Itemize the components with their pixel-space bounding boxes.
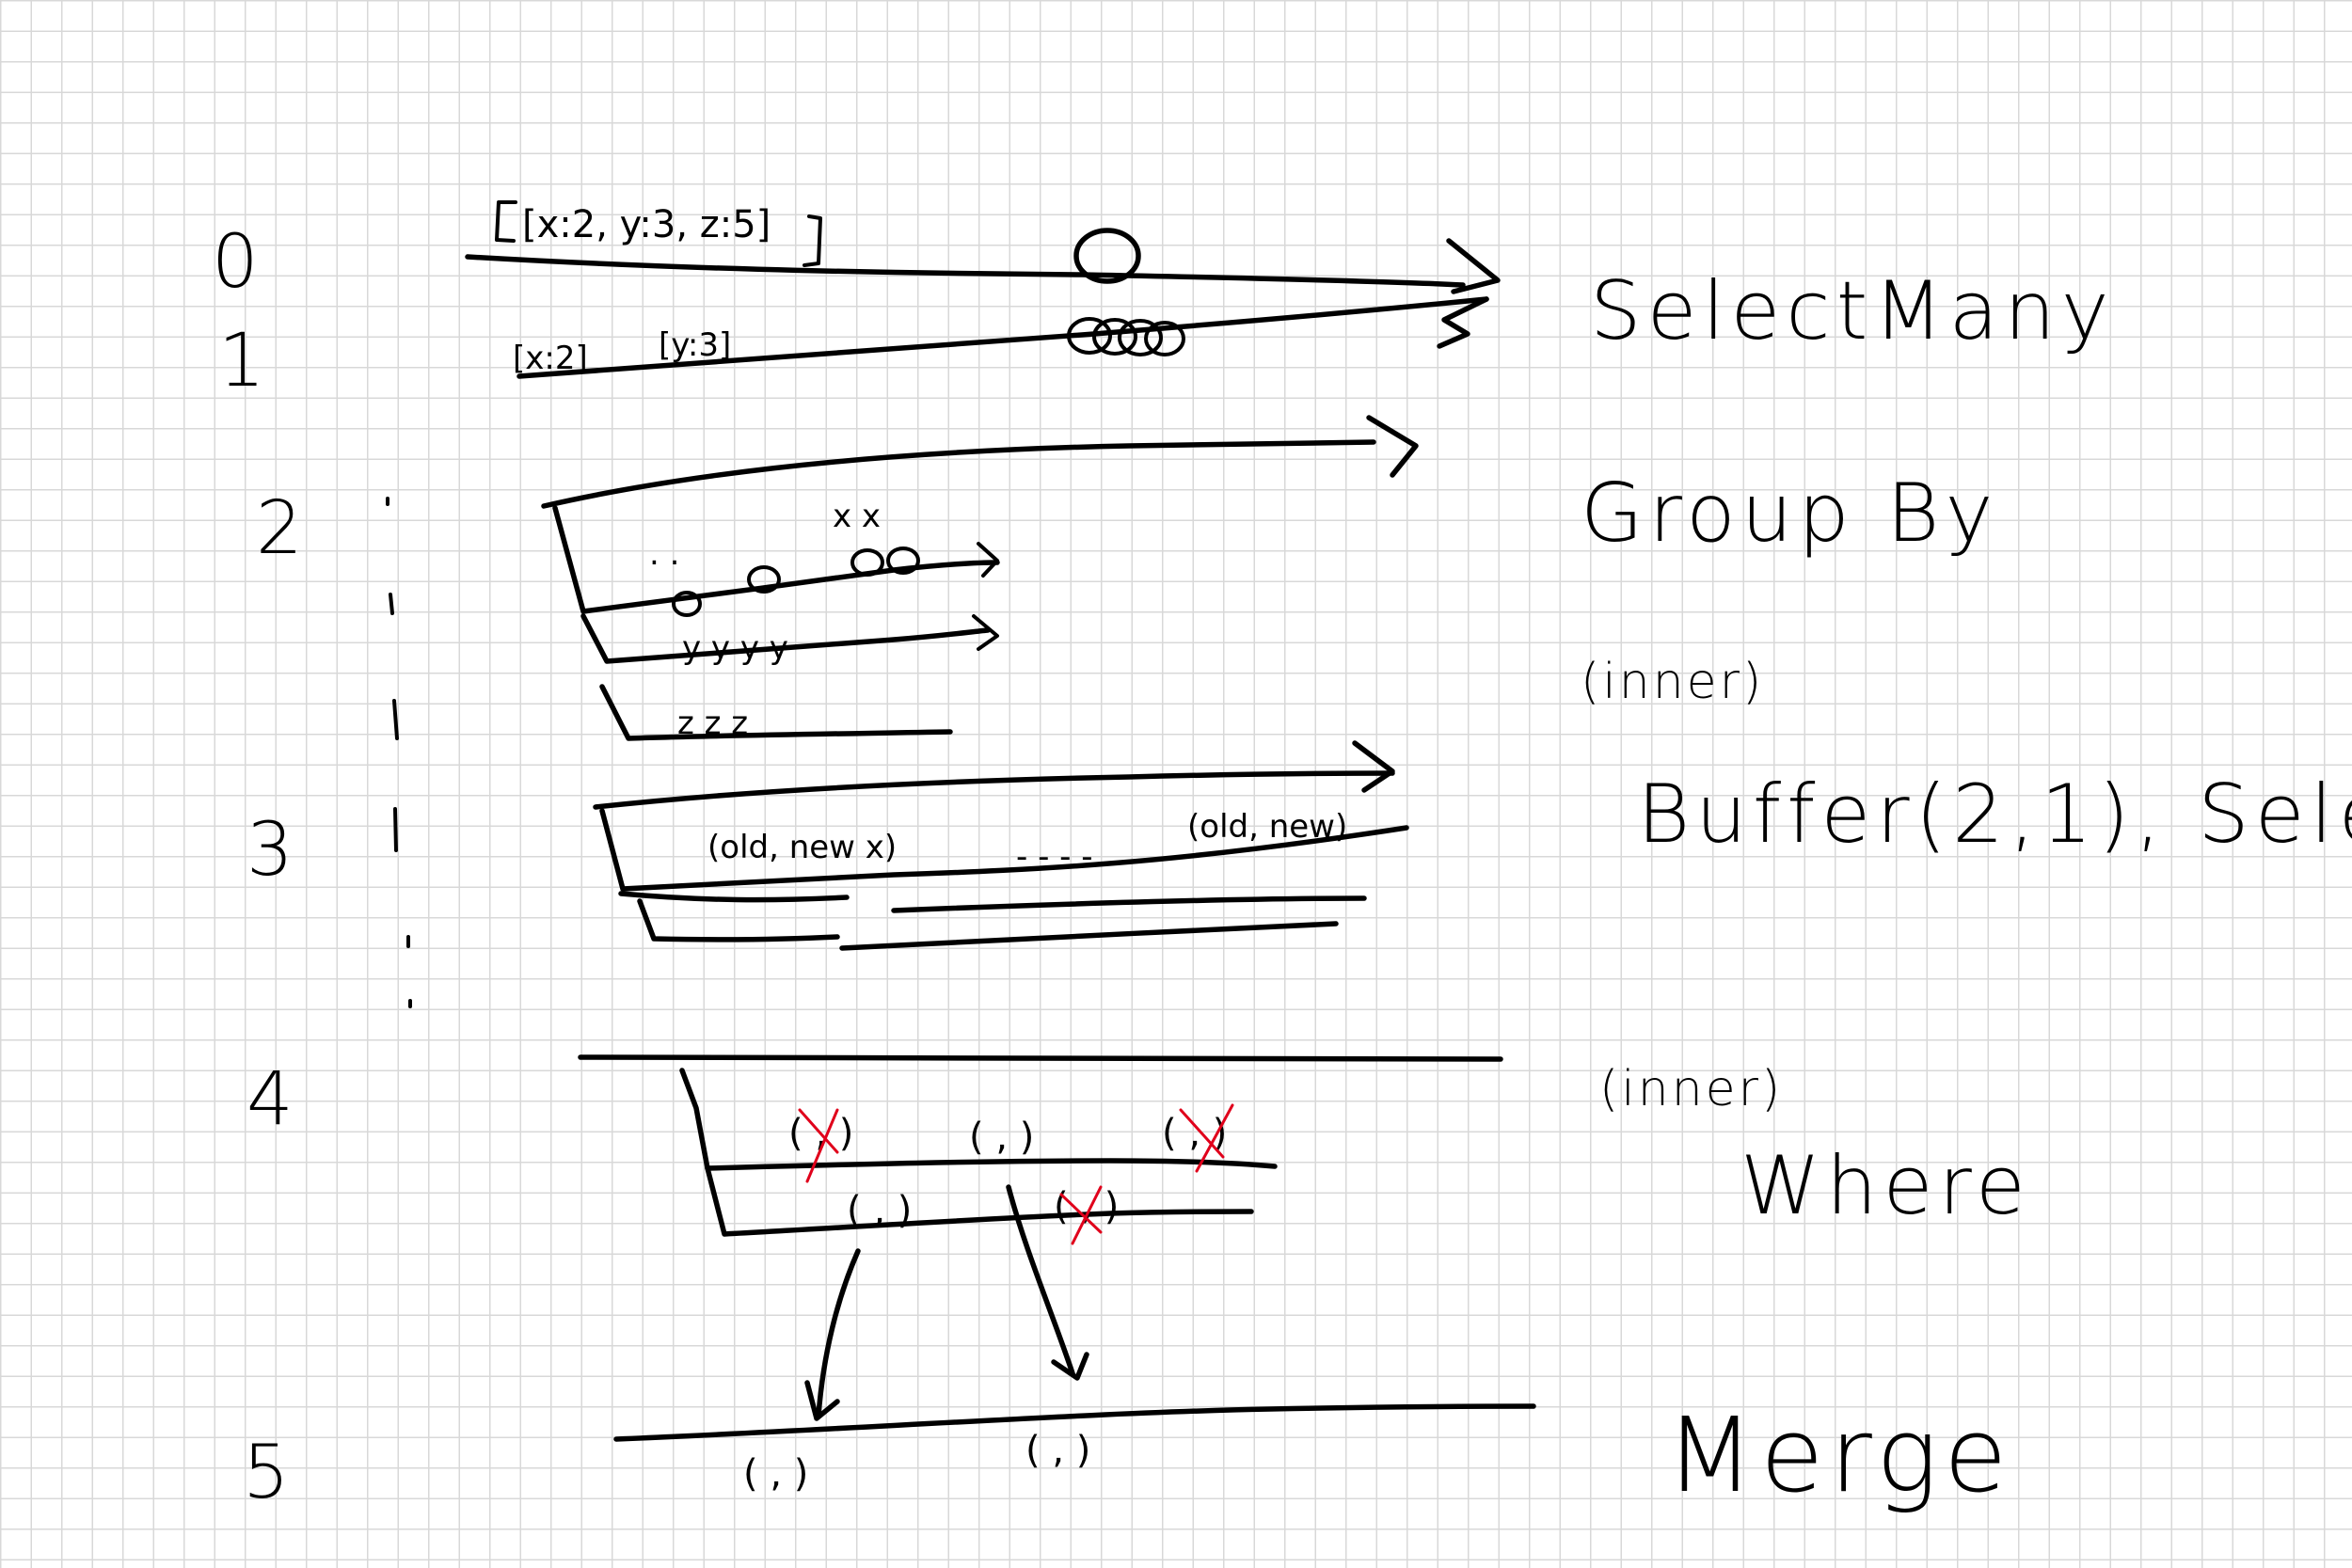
operator-merge: Merge bbox=[1665, 1395, 2013, 1515]
row-index-2: 2 bbox=[256, 486, 303, 571]
row-index-5: 5 bbox=[243, 1431, 290, 1515]
row3-dashes: - - - - bbox=[1016, 838, 1093, 876]
row-index-3: 3 bbox=[246, 808, 294, 893]
row0-stream-line bbox=[465, 254, 1466, 288]
group-y-line bbox=[580, 613, 991, 664]
group-z-marks: z z z bbox=[677, 705, 748, 742]
group-x-marks-a: . . bbox=[649, 535, 679, 573]
row1-arrowhead bbox=[1437, 296, 1489, 349]
dotted-guide bbox=[386, 497, 412, 1008]
group-x-line bbox=[552, 505, 1000, 614]
row2-outer-line bbox=[541, 439, 1376, 509]
operator-group-by: Group By bbox=[1581, 467, 1998, 561]
merge-pair-2: ( , ) bbox=[1025, 1429, 1090, 1472]
row2-groupby: . . x x y y y y z z z bbox=[541, 415, 1419, 742]
where-pair-4: ( , ) bbox=[847, 1189, 912, 1232]
row3-group-z-line-b bbox=[839, 921, 1339, 951]
row1-stream: [x:2] [y:3] bbox=[513, 296, 1489, 379]
row1-marble-1 bbox=[1067, 317, 1112, 355]
merge-arrow-right bbox=[1006, 1184, 1075, 1376]
row1-stream-line bbox=[516, 296, 1489, 379]
operator-buffer-select: Buffer(2,1), Select bbox=[1637, 768, 2352, 862]
group-z-line bbox=[599, 684, 953, 741]
row3-second-pair: (old, new) bbox=[1187, 808, 1347, 846]
row1-item-y: [y:3] bbox=[659, 326, 731, 364]
row0-stream: [x:2, y:3, z:5] bbox=[465, 200, 1501, 294]
row1-item-x: [x:2] bbox=[513, 340, 588, 377]
row1-marble-3 bbox=[1118, 319, 1163, 356]
operator-where: Where bbox=[1740, 1139, 2031, 1233]
row5-merge: ( , ) ( , ) bbox=[613, 1403, 1536, 1496]
row3-buffer: (old, new x) - - - - (old, new) bbox=[593, 740, 1409, 951]
row0-marble bbox=[1073, 228, 1141, 284]
row3-group-z-line-a bbox=[637, 898, 840, 942]
operator-buffer-qualifier: (inner) bbox=[1581, 654, 1764, 710]
where-pair-2: ( , ) bbox=[969, 1116, 1034, 1159]
row-index-0: 0 bbox=[212, 220, 259, 305]
where-pair-5: ( , ) bbox=[1054, 1185, 1119, 1228]
row3-group-y-line-a bbox=[618, 891, 850, 903]
row3-group-y-line-b bbox=[891, 895, 1367, 913]
filtered-out-mark-1 bbox=[798, 1108, 839, 1183]
row4-group-line-1 bbox=[679, 1068, 1278, 1171]
row3-first-pair: (old, new x) bbox=[707, 829, 897, 866]
row3-outer-arrowhead bbox=[1352, 740, 1395, 793]
row0-item-right-bracket bbox=[803, 214, 822, 267]
row0-item-label: [x:2, y:3, z:5] bbox=[522, 203, 771, 246]
row1-marble-2 bbox=[1092, 318, 1137, 356]
operator-where-qualifier: (inner) bbox=[1599, 1061, 1783, 1117]
row1-marble-4 bbox=[1144, 321, 1185, 356]
row0-item-left-bracket bbox=[495, 200, 517, 243]
row5-stream-line bbox=[613, 1403, 1536, 1442]
row-index-1: 1 bbox=[218, 319, 265, 404]
filtered-out-mark-2 bbox=[1179, 1103, 1234, 1173]
row2-outer-arrowhead bbox=[1366, 415, 1419, 478]
group-y-marks: y y y y bbox=[682, 629, 788, 667]
merge-arrow-left bbox=[816, 1248, 861, 1418]
row4-where: ( , ) ( , ) ( , ) ( , ) ( , ) bbox=[578, 1054, 1503, 1421]
filtered-out-mark-3 bbox=[1059, 1185, 1103, 1245]
row4-group-line-2 bbox=[705, 1165, 1254, 1237]
group-x-marks-b: x x bbox=[833, 498, 881, 535]
row3-group-x-line bbox=[599, 808, 1409, 892]
row4-outer-line bbox=[578, 1054, 1503, 1062]
merge-pair-1: ( , ) bbox=[743, 1452, 808, 1496]
row0-arrowhead bbox=[1446, 238, 1501, 294]
row-index-4: 4 bbox=[246, 1057, 294, 1142]
operator-select-many: SelectMany bbox=[1590, 264, 2115, 358]
row3-outer-line bbox=[593, 770, 1395, 810]
